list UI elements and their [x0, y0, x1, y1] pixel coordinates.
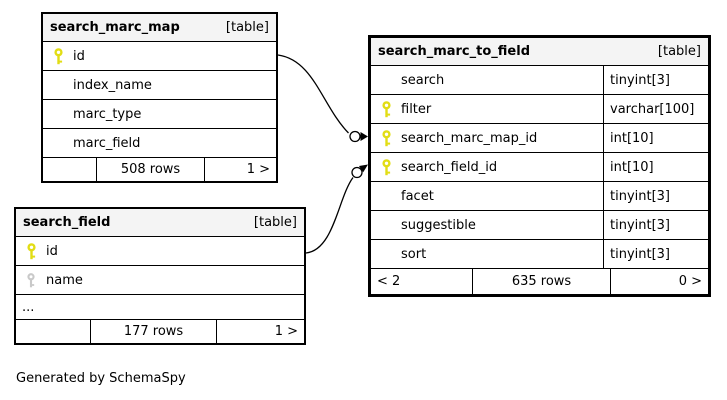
- table-type-badge: [table]: [225, 20, 269, 35]
- row-count: 508 rows: [96, 158, 204, 181]
- column-row-index-name: index_name: [43, 71, 276, 100]
- table-search-marc-to-field[interactable]: search_marc_to_field [table] search tiny…: [368, 35, 711, 297]
- row-count: 177 rows: [90, 320, 216, 343]
- table-header: search_field [table]: [16, 209, 304, 237]
- column-name: name: [46, 272, 83, 288]
- column-type: tinyint[3]: [603, 182, 708, 210]
- column-row-search: search tinyint[3]: [371, 66, 708, 95]
- primary-key-icon: [16, 242, 46, 260]
- table-type-badge: [table]: [657, 44, 701, 59]
- column-name: search_marc_map_id: [401, 130, 538, 146]
- generated-by-note: Generated by SchemaSpy: [16, 371, 186, 386]
- table-footer: 508 rows 1 >: [43, 158, 276, 181]
- relationship-arrow-icon: [359, 164, 368, 173]
- table-footer: < 2 635 rows 0 >: [371, 269, 708, 294]
- column-name: sort: [401, 246, 427, 262]
- table-title: search_marc_to_field: [378, 44, 530, 59]
- column-type: tinyint[3]: [603, 66, 708, 94]
- relationship-field-to-field: [305, 164, 368, 254]
- related-count: 1 >: [204, 158, 276, 181]
- column-name: search: [401, 72, 445, 88]
- primary-key-icon: [371, 129, 401, 147]
- table-search-field[interactable]: search_field [table] id name ... 177 row…: [14, 207, 306, 345]
- primary-key-icon: [371, 100, 401, 118]
- column-row-name: name: [16, 266, 304, 295]
- primary-key-icon: [371, 158, 401, 176]
- table-title: search_field: [23, 215, 111, 230]
- table-header: search_marc_map [table]: [43, 14, 276, 42]
- column-row-id: id: [16, 237, 304, 266]
- relationship-marc-map-to-field: [277, 54, 368, 143]
- column-name: filter: [401, 101, 432, 117]
- primary-key-icon: [43, 47, 73, 65]
- column-row-suggestible: suggestible tinyint[3]: [371, 211, 708, 240]
- column-row-facet: facet tinyint[3]: [371, 182, 708, 211]
- column-row-marc-field: marc_field: [43, 129, 276, 158]
- row-count: 635 rows: [472, 269, 610, 294]
- footer-left: [43, 158, 96, 181]
- related-count: 1 >: [216, 320, 304, 343]
- column-row-marc-type: marc_type: [43, 100, 276, 129]
- table-search-marc-map[interactable]: search_marc_map [table] id index_name ma…: [41, 12, 278, 183]
- related-count-right: 0 >: [610, 269, 708, 294]
- table-header: search_marc_to_field [table]: [371, 38, 708, 66]
- column-row-sort: sort tinyint[3]: [371, 240, 708, 269]
- column-row-search-field-id: search_field_id int[10]: [371, 153, 708, 182]
- table-footer: 177 rows 1 >: [16, 320, 304, 343]
- index-key-icon: [16, 272, 46, 288]
- column-type: tinyint[3]: [603, 240, 708, 268]
- column-name: id: [73, 48, 85, 64]
- column-row-filter: filter varchar[100]: [371, 95, 708, 124]
- column-name: facet: [401, 188, 434, 204]
- relationship-circle-icon: [349, 130, 361, 143]
- relationship-arrow-icon: [360, 132, 368, 141]
- column-name: marc_field: [73, 135, 141, 151]
- table-type-badge: [table]: [253, 215, 297, 230]
- column-name: suggestible: [401, 217, 476, 233]
- column-type: tinyint[3]: [603, 211, 708, 239]
- column-name: marc_type: [73, 106, 142, 122]
- column-name: index_name: [73, 77, 152, 93]
- footer-left: [16, 320, 90, 343]
- ellipsis-label: ...: [22, 299, 35, 315]
- relationship-circle-icon: [351, 166, 363, 179]
- columns-ellipsis-row: ...: [16, 295, 304, 320]
- column-type: int[10]: [603, 124, 708, 152]
- related-count-left: < 2: [377, 274, 401, 289]
- column-name: id: [46, 243, 58, 259]
- column-name: search_field_id: [401, 159, 498, 175]
- table-title: search_marc_map: [50, 20, 180, 35]
- column-type: varchar[100]: [603, 95, 708, 123]
- column-row-id: id: [43, 42, 276, 71]
- column-row-search-marc-map-id: search_marc_map_id int[10]: [371, 124, 708, 153]
- column-type: int[10]: [603, 153, 708, 181]
